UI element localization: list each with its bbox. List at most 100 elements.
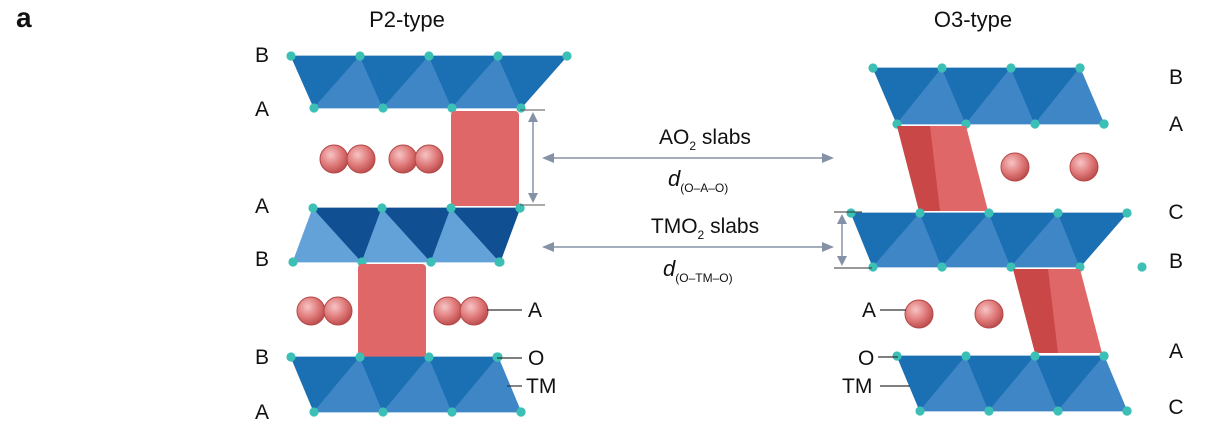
p2-slab-bottom-oxygen-atom [424,352,434,362]
o3-interlayer-octahedron-lower-face [1013,269,1058,353]
p2-slab-top-oxygen-atom [516,103,526,113]
o3-slab-top-oxygen-atom [937,63,947,73]
o3-slab-bottom-oxygen-atom [961,351,971,361]
p2-stack-label-2: A [255,98,269,121]
p2-slab-top-oxygen-atom [286,51,296,61]
p2-slab-bottom-oxygen-atom [516,407,526,417]
p2-o-label: O [528,347,544,370]
o3-slab-bottom-oxygen-atom [892,351,902,361]
p2-tm-label: TM [526,375,556,398]
o3-d-arrowhead-down [837,256,847,266]
o3-slab-bottom-oxygen-atom [1030,351,1040,361]
o3-slab-middle-oxygen-atom [1053,208,1063,218]
o3-slab-top-oxygen-atom [1099,119,1109,129]
o3-slab-top-oxygen-atom [1075,63,1085,73]
p2-slab-top-oxygen-atom [447,103,457,113]
tmo2-arrowhead-left [542,242,554,252]
o3-sodium-atom [1000,152,1030,182]
o3-stack-label-4: B [1169,250,1183,273]
o3-slab-middle-oxygen-atom [937,262,947,272]
d-o-a-o-label: d(O–A–O) [668,166,728,195]
p2-slab-middle-oxygen-atom [515,203,525,213]
tmo2-slabs-label: TMO2 slabs [651,215,759,242]
o3-slab-top-oxygen-atom [1030,119,1040,129]
p2-slab-bottom-oxygen-atom [286,352,296,362]
p2-d-arrowhead-down [528,193,538,203]
o3-slab-middle-oxygen-atom [915,208,925,218]
p2-sodium-atom [414,144,444,174]
p2-sodium-atom [319,144,349,174]
o3-slab-middle-oxygen-atom [984,208,994,218]
o3-slab-top-octahedron-face [1034,67,1105,125]
o3-na-label: A [862,299,876,322]
p2-structure [286,51,572,417]
o3-o-label: O [858,347,874,370]
p2-d-arrowhead-up [528,112,538,122]
o3-stack-label-6: C [1168,396,1183,419]
p2-slab-top-oxygen-atom [424,51,434,61]
o3-slab-middle-oxygen-atom [1122,208,1132,218]
p2-slab-middle-oxygen-atom [377,203,387,213]
p2-sodium-atom [323,296,353,326]
p2-slab-middle-octahedron-face [450,207,521,263]
p2-stack-label-1: B [255,44,269,67]
o3-slab-middle-oxygen-atom [1137,262,1147,272]
o3-sodium-atom [1069,152,1099,182]
p2-slab-bottom-oxygen-atom [378,407,388,417]
p2-stack-label-3: A [255,195,269,218]
o3-slab-middle-octahedron-face [1057,212,1128,268]
p2-sodium-atom [433,296,463,326]
p2-slab-top-oxygen-atom [562,51,572,61]
p2-slab-middle-oxygen-atom [308,203,318,213]
o3-stack-label-2: A [1169,113,1183,136]
ao2-arrowhead-right [822,153,834,163]
o3-slab-bottom-oxygen-atom [1099,351,1109,361]
p2-sodium-atom [459,296,489,326]
tmo2-arrowhead-right [822,242,834,252]
o3-tm-label: TM [842,375,872,398]
o3-slab-bottom-oxygen-atom [984,406,994,416]
p2-stack-label-6: A [255,401,269,424]
panel-label: a [16,2,32,33]
p2-prism-lower [358,264,426,358]
o3-structure [846,63,1147,416]
o3-slab-top-oxygen-atom [868,63,878,73]
o3-d-arrowhead-up [837,214,847,224]
o3-slab-middle-oxygen-atom [868,262,878,272]
o3-slab-top-oxygen-atom [1006,63,1016,73]
o3-slab-middle-oxygen-atom [846,208,856,218]
p2-sodium-atom [296,296,326,326]
p2-slab-middle-oxygen-atom [288,257,298,267]
o3-sodium-atom [974,299,1004,329]
p2-slab-bottom-oxygen-atom [447,407,457,417]
o3-stack-label-1: B [1169,66,1183,89]
o3-slab-bottom-oxygen-atom [1122,406,1132,416]
p2-slab-top-oxygen-atom [493,51,503,61]
p2-slab-middle-oxygen-atom [446,203,456,213]
ao2-slabs-label: AO2 slabs [659,126,751,153]
p2-slab-top-oxygen-atom [355,51,365,61]
o3-stack-label-5: A [1169,340,1183,363]
ao2-arrowhead-left [542,153,554,163]
p2-slab-middle-oxygen-atom [494,257,504,267]
p2-slab-bottom-oxygen-atom [355,352,365,362]
o3-stack-label-3: C [1168,201,1183,224]
o3-slab-bottom-oxygen-atom [915,406,925,416]
o3-interlayer-octahedron-upper-face [897,126,940,211]
p2-slab-bottom-octahedron-face [451,356,522,413]
p2-title: P2-type [369,7,445,32]
p2-sodium-atom [346,144,376,174]
p2-slab-bottom-oxygen-atom [309,407,319,417]
o3-sodium-atom [904,299,934,329]
p2-slab-bottom-oxygen-atom [492,352,502,362]
p2-slab-top-oxygen-atom [309,103,319,113]
p2-slab-middle-oxygen-atom [426,257,436,267]
p2-sodium-atom [388,144,418,174]
p2-stack-label-5: B [255,346,269,369]
p2-slab-top-oxygen-atom [378,103,388,113]
p2-slab-top-octahedron-face [497,55,568,109]
o3-slab-bottom-oxygen-atom [1053,406,1063,416]
o3-title: O3-type [934,7,1012,32]
